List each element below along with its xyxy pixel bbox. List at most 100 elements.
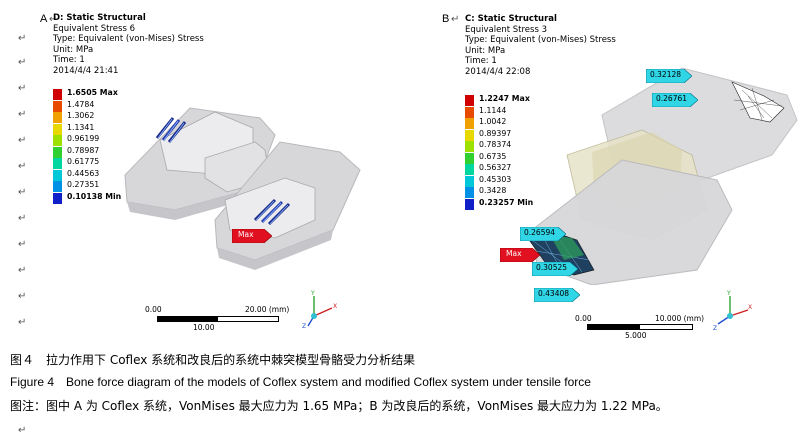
legend-swatch: [53, 100, 62, 112]
legend-value: 1.1144: [479, 105, 507, 115]
legend-value: 0.44563: [67, 168, 100, 178]
caption-chinese: 图４ 拉力作用下 Coflex 系统和改良后的系统中棘突模型骨骼受力分析结果: [10, 353, 416, 367]
svg-text:X: X: [748, 304, 752, 311]
result-date: 2014/4/4 22:08: [465, 66, 531, 77]
max-marker-shape: [232, 229, 272, 243]
max-marker-a: Max: [232, 229, 272, 243]
result-time: Time: 1: [465, 56, 497, 67]
probe-tag-shape: [534, 288, 580, 302]
legend-swatch: [53, 192, 62, 204]
paragraph-mark: ↵: [18, 239, 27, 250]
fea-model-a: [124, 107, 361, 270]
legend-value: 0.3428: [479, 186, 507, 195]
paragraph-mark: ↵: [18, 213, 27, 224]
svg-text:Z: Z: [713, 325, 717, 332]
legend-value: 0.89397: [479, 128, 512, 138]
legend-swatch: [465, 129, 474, 141]
paragraph-mark: ↵: [18, 33, 27, 44]
legend-swatch: [465, 198, 474, 210]
legend-swatch: [465, 152, 474, 164]
legend-value: 0.45303: [479, 174, 512, 184]
legend-value: 0.78987: [67, 145, 100, 155]
scale-left-label: 0.00: [145, 305, 162, 314]
legend-value: 0.96199: [67, 134, 100, 143]
legend-swatch: [465, 164, 474, 175]
probe-tag: 0.26594: [520, 227, 566, 241]
scale-bar-graphic: [157, 316, 279, 322]
max-label: Max: [238, 230, 254, 239]
mesh-upper-b: [731, 81, 785, 123]
paragraph-mark: ↵: [49, 14, 58, 25]
result-time: Time: 1: [53, 55, 85, 66]
result-header-a: D: Static Structural Equivalent Stress 6…: [53, 13, 204, 77]
paragraph-mark: ↵: [18, 265, 27, 276]
paragraph-mark: ↵: [18, 187, 27, 198]
axis-triad-b: Y X Z: [713, 290, 752, 332]
legend-swatch: [53, 146, 62, 158]
scale-mid-label: 5.000: [625, 331, 647, 340]
paragraph-mark: ↵: [18, 317, 27, 328]
result-date: 2014/4/4 21:41: [53, 65, 119, 76]
legend-value: 0.61775: [67, 157, 100, 166]
panel-letter-a: A: [40, 13, 48, 25]
max-marker-shape: [500, 248, 540, 262]
analysis-title: D: Static Structural: [53, 13, 146, 23]
legend-value: 1.0042: [479, 117, 507, 126]
legend-swatch: [465, 141, 474, 152]
result-type: Type: Equivalent (von-Mises) Stress: [465, 35, 616, 46]
legend-value: 0.6735: [479, 151, 507, 161]
probe-tag-shape: [520, 227, 566, 241]
legend-swatch: [465, 95, 474, 106]
paragraph-mark: ↵: [18, 291, 27, 302]
scale-left-label: 0.00: [575, 314, 592, 323]
legend-value: 1.4784: [67, 99, 95, 109]
legend-swatch: [465, 106, 474, 118]
paragraph-mark: ↵: [18, 425, 27, 436]
paragraph-mark: ↵: [18, 109, 27, 120]
probe-tag: 0.26761: [652, 93, 698, 107]
svg-text:Y: Y: [310, 290, 315, 297]
panel-letter-b: B: [442, 13, 450, 25]
probe-tag-shape: [652, 93, 698, 107]
legend-swatch: [53, 135, 62, 146]
panel-b: B ↵ C: Static Structural Equivalent Stre…: [402, 0, 803, 345]
analysis-title: C: Static Structural: [465, 14, 557, 24]
legend-value: 0.23257 Min: [479, 197, 534, 207]
legend-value: 0.78374: [479, 140, 512, 149]
caption-note: 图注：图中 A 为 Coflex 系统，VonMises 最大应力为 1.65 …: [10, 399, 668, 413]
paragraph-mark: ↵: [451, 14, 460, 25]
axis-triad-a: Y X Z: [302, 290, 337, 330]
scale-bar-b: 0.00 10.000 (mm) 5.000: [575, 314, 725, 344]
legend-swatch: [53, 112, 62, 123]
legend-swatch: [465, 118, 474, 129]
legend-value: 0.10138 Min: [67, 191, 122, 201]
scale-bar-graphic: [587, 324, 693, 330]
scale-right-label: 20.00 (mm): [245, 305, 290, 314]
result-type: Type: Equivalent (von-Mises) Stress: [53, 34, 204, 45]
legend-swatch: [53, 123, 62, 135]
fea-model-b: [526, 67, 798, 285]
spikes-lower-a: [253, 198, 291, 226]
result-header-b: C: Static Structural Equivalent Stress 3…: [465, 14, 616, 78]
legend-value: 1.3062: [67, 111, 95, 120]
panel-a: A ↵ D: Static Structural Equivalent Stre…: [0, 0, 402, 345]
result-unit: Unit: MPa: [465, 45, 506, 56]
legend-swatch: [53, 181, 62, 192]
scale-right-label: 10.000 (mm): [655, 314, 705, 323]
caption-english: Figure 4 Bone force diagram of the model…: [10, 375, 591, 389]
probe-value: 0.30525: [536, 263, 568, 272]
legend-value: 0.56327: [479, 163, 512, 172]
paragraph-mark: ↵: [18, 161, 27, 172]
probe-tag: 0.43408: [534, 288, 580, 302]
legend-value: 1.1341: [67, 122, 95, 132]
legend-swatch: [53, 158, 62, 169]
paragraph-mark: ↵: [18, 57, 27, 68]
spikes-upper-a: [155, 117, 187, 143]
scale-bar-a: 0.00 20.00 (mm) 10.00: [145, 305, 295, 335]
legend-swatch: [465, 175, 474, 187]
implant-lower-a: [224, 177, 316, 239]
svg-text:Z: Z: [302, 323, 306, 330]
legend-value: 1.6505 Max: [67, 88, 118, 97]
probe-value: 0.26594: [524, 228, 556, 237]
probe-tag: 0.30525: [532, 262, 578, 276]
